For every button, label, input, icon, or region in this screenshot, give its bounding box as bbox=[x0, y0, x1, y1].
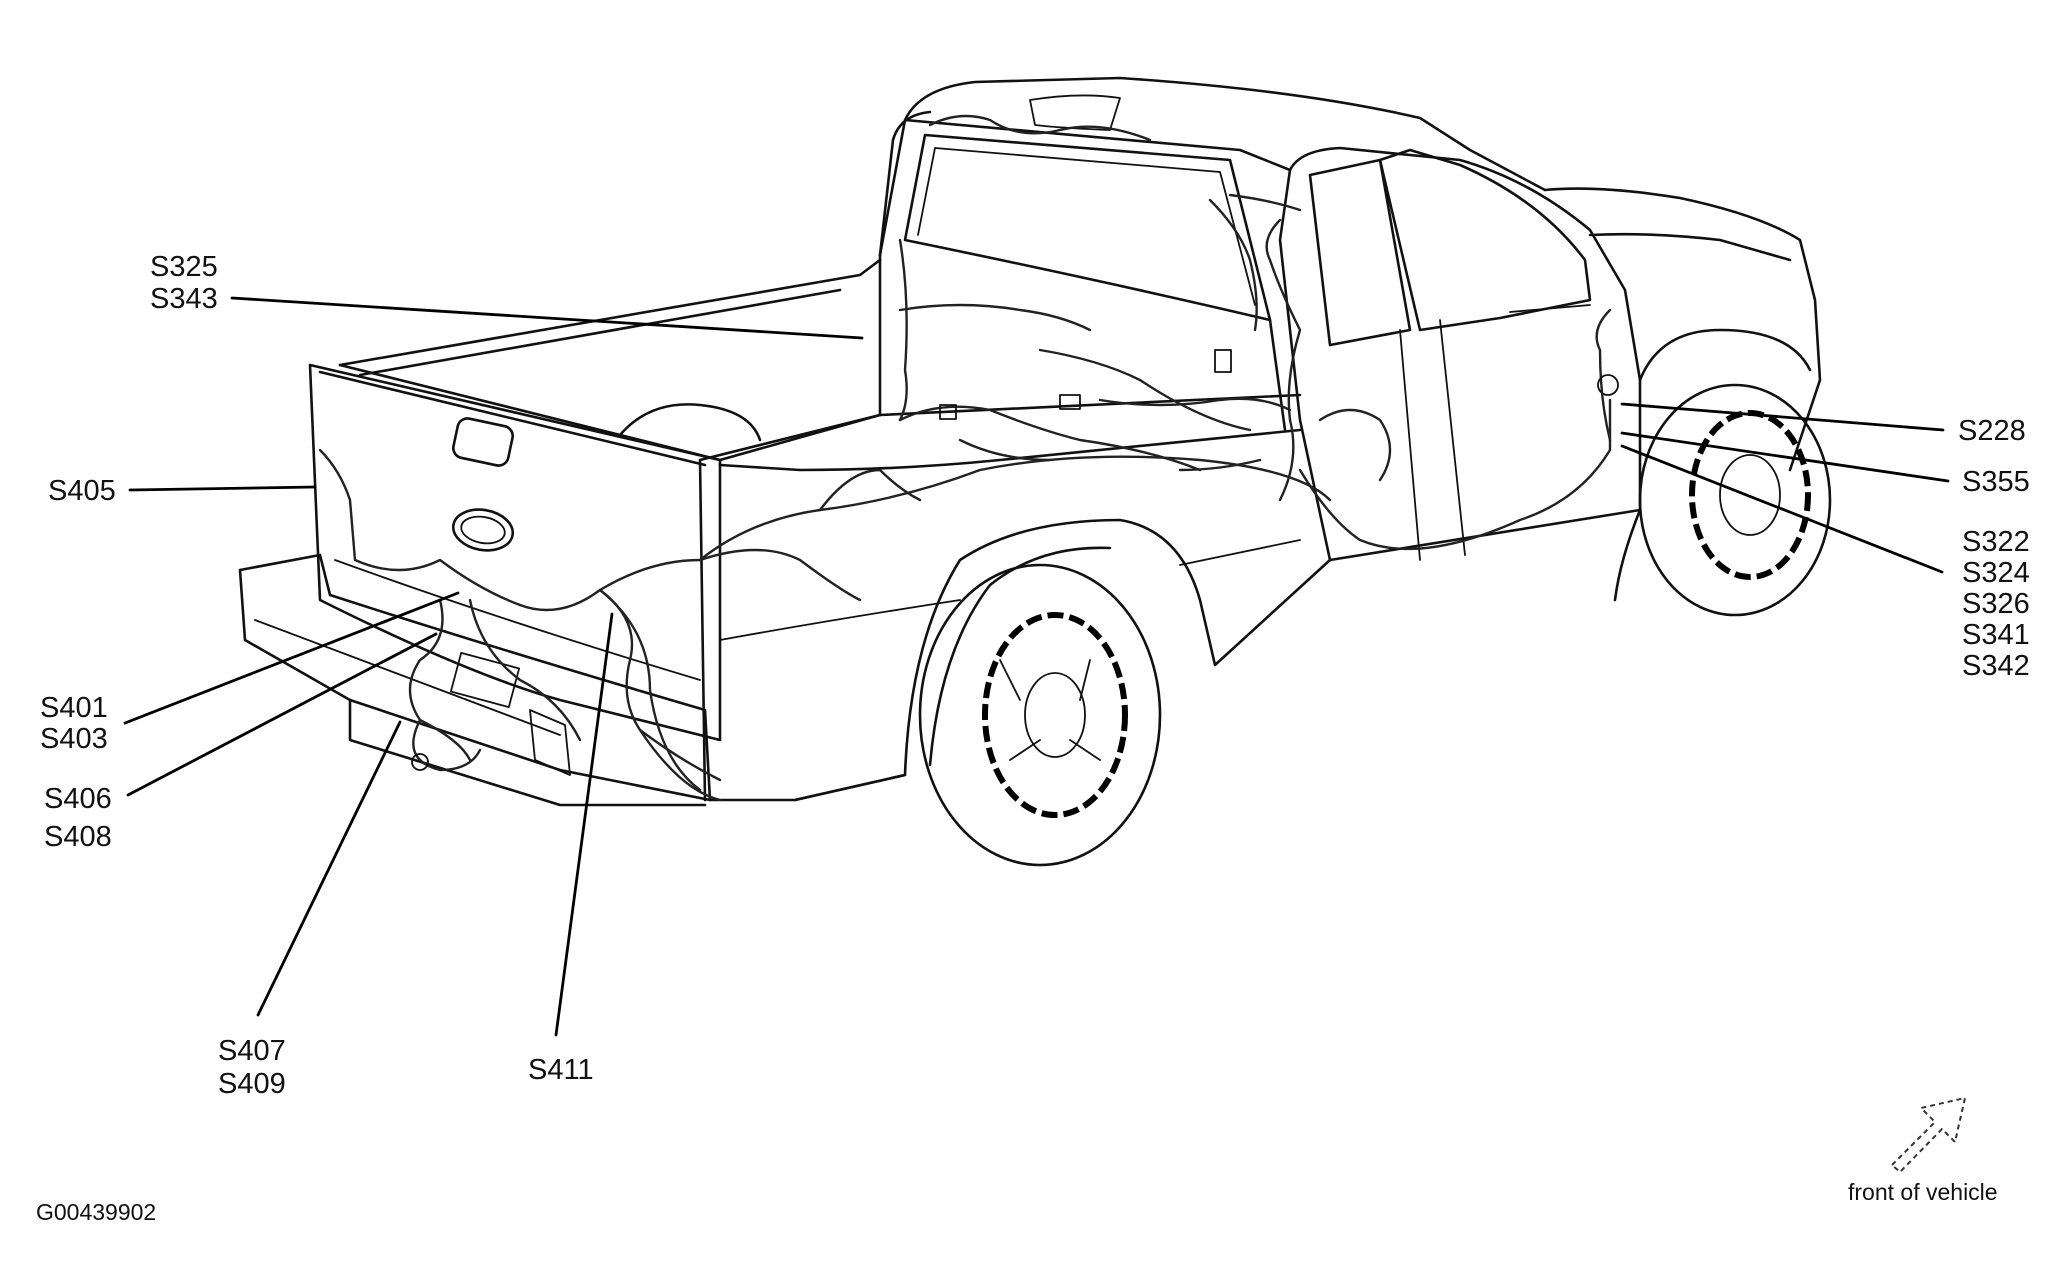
label-s355: S355 bbox=[1962, 466, 2030, 498]
label-s411: S411 bbox=[528, 1054, 594, 1086]
label-s326: S326 bbox=[1962, 588, 2030, 620]
label-s407: S407 bbox=[218, 1035, 286, 1067]
figure-id: G00439902 bbox=[36, 1199, 156, 1225]
leader-s401-s403 bbox=[123, 591, 460, 725]
leader-s228 bbox=[1620, 402, 1945, 432]
leader-s411 bbox=[554, 612, 614, 1037]
leader-s322-group bbox=[1620, 444, 1944, 574]
leader-s407-s409 bbox=[256, 720, 402, 1017]
label-s406: S406 bbox=[44, 783, 112, 815]
label-s401: S401 bbox=[40, 692, 108, 724]
label-s405: S405 bbox=[48, 475, 116, 507]
dashed-arrow-icon bbox=[1891, 1097, 1966, 1173]
label-s403: S403 bbox=[40, 723, 108, 755]
label-s228: S228 bbox=[1958, 415, 2026, 447]
label-s342: S342 bbox=[1962, 650, 2030, 682]
leader-s405 bbox=[128, 485, 317, 492]
label-s343: S343 bbox=[150, 283, 218, 315]
label-s322: S322 bbox=[1962, 526, 2030, 558]
label-s341: S341 bbox=[1962, 619, 2030, 651]
front-of-vehicle-caption: front of vehicle bbox=[1848, 1179, 1998, 1205]
label-s408: S408 bbox=[44, 821, 112, 853]
label-s324: S324 bbox=[1962, 557, 2030, 589]
truck-drawing bbox=[238, 76, 1832, 867]
label-s409: S409 bbox=[218, 1068, 286, 1100]
label-s325: S325 bbox=[150, 251, 218, 283]
wiring-harness bbox=[318, 114, 1619, 802]
leader-lines bbox=[123, 296, 1950, 1037]
leader-s406-s408 bbox=[126, 632, 438, 797]
leader-s355 bbox=[1620, 431, 1950, 483]
labels: S325 S343 S405 S401 S403 S406 S408 S407 … bbox=[36, 251, 2030, 1225]
leader-s325-s343 bbox=[230, 296, 864, 340]
